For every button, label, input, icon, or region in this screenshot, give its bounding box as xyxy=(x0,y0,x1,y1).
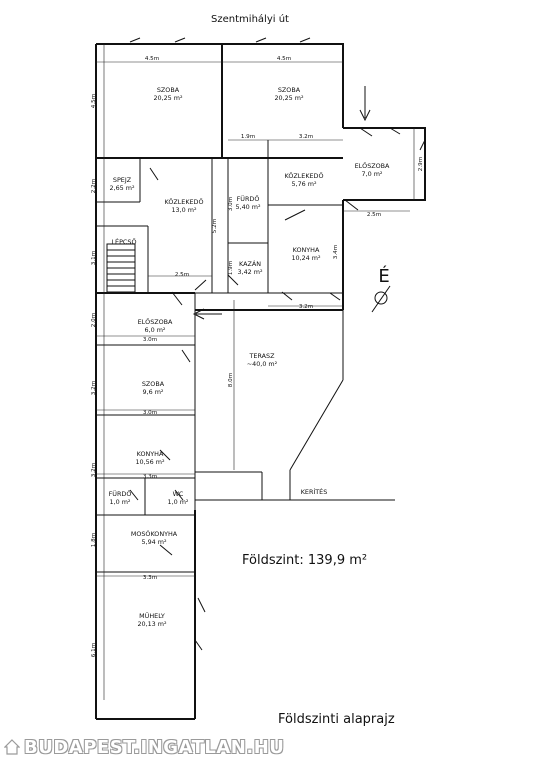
dim-label: 3.2m xyxy=(299,304,313,310)
room-area: 3,42 m² xyxy=(237,268,262,276)
dim-label: 4.5m xyxy=(91,94,97,108)
room-name: WC xyxy=(173,490,184,498)
doors-windows xyxy=(129,37,426,651)
dim-label: 4.5m xyxy=(145,56,159,62)
room-name: LÉPCSŐ xyxy=(111,237,136,246)
room-name: MOSÓKONYHA xyxy=(131,529,178,538)
compass-icon xyxy=(374,291,388,305)
dim-label: 1.9m xyxy=(241,134,255,140)
room-name: SZOBA xyxy=(142,380,165,388)
room-area: 9,6 m² xyxy=(143,388,164,396)
room-area: 5,76 m² xyxy=(291,180,316,188)
dim-label: 2.5m xyxy=(367,212,381,218)
dim-label: 1.9m xyxy=(228,261,234,275)
room-area: 5,40 m² xyxy=(235,203,260,211)
dim-label: 3.2m xyxy=(91,463,97,477)
dim-label: 3.2m xyxy=(91,381,97,395)
room-name: KONYHA xyxy=(293,246,320,254)
room-name: SPEJZ xyxy=(113,176,132,184)
house-logo-icon xyxy=(4,739,20,755)
plan-title: Földszinti alaprajz xyxy=(278,712,395,727)
room-name: FÜRDŐ xyxy=(237,194,260,203)
room-name: KAZÁN xyxy=(239,259,261,268)
room-area: ~40,0 m² xyxy=(247,360,278,368)
room-area: 1,0 m² xyxy=(110,498,131,506)
dim-label: 2.5m xyxy=(175,272,189,278)
dim-label: 3.4m xyxy=(333,245,339,259)
dim-label: 2.9m xyxy=(418,157,424,171)
dim-label: 6.1m xyxy=(91,643,97,657)
dim-label: 3.2m xyxy=(299,134,313,140)
room-area: 1,0 m² xyxy=(168,498,189,506)
walls xyxy=(95,43,426,720)
dim-label: 3.0m xyxy=(143,410,157,416)
room-area: 20,25 m² xyxy=(274,94,304,102)
dim-label: 2.2m xyxy=(91,179,97,193)
dim-label: 1.8m xyxy=(91,533,97,547)
room-name: ELŐSZOBA xyxy=(138,317,173,326)
room-name: KÖZLEKEDŐ xyxy=(284,171,323,180)
room-area: 2,65 m² xyxy=(109,184,134,192)
room-name: KÖZLEKEDŐ xyxy=(164,197,203,206)
dimension-labels: 4.5m 4.5m 4.5m 1.9m 3.2m 2.9m 2.5m 2.2m … xyxy=(91,56,424,657)
street-name: Szentmihályi út xyxy=(211,13,289,25)
room-labels: SZOBA 20,25 m² SZOBA 20,25 m² ELŐSZOBA 7… xyxy=(109,86,390,628)
room-area: 7,0 m² xyxy=(362,170,383,178)
dim-label: 8.0m xyxy=(228,373,234,387)
dimension-lines xyxy=(96,44,415,700)
room-name: TERASZ xyxy=(249,352,276,360)
floor-area-label: Földszint: 139,9 m² xyxy=(242,553,367,568)
entrance-arrows xyxy=(192,86,371,320)
watermark: BUDAPEST.INGATLAN.HU xyxy=(4,734,284,760)
north-arrow: É xyxy=(371,265,391,313)
room-area: 20,13 m² xyxy=(137,620,167,628)
north-label: É xyxy=(378,265,389,287)
room-name: MŰHELY xyxy=(139,611,165,620)
dim-label: 4.5m xyxy=(277,56,291,62)
room-area: 5,94 m² xyxy=(141,538,166,546)
staircase xyxy=(106,243,136,293)
room-name: SZOBA xyxy=(157,86,180,94)
room-name: SZOBA xyxy=(278,86,301,94)
room-area: 10,56 m² xyxy=(135,458,165,466)
dim-label: 3.0m xyxy=(143,337,157,343)
fence-label: KERÍTÉS xyxy=(301,487,328,496)
room-area: 13,0 m² xyxy=(171,206,196,214)
room-area: 6,0 m² xyxy=(145,326,166,334)
dim-label: 3.1m xyxy=(91,251,97,265)
dim-label: 2.0m xyxy=(91,313,97,327)
dim-label: 3.0m xyxy=(228,197,234,211)
room-area: 20,25 m² xyxy=(153,94,183,102)
dim-label: 5.2m xyxy=(212,219,218,233)
room-area: 10,24 m² xyxy=(291,254,321,262)
dim-label: 3.3m xyxy=(143,474,157,480)
dim-label: 3.3m xyxy=(143,575,157,581)
room-name: KONYHA xyxy=(137,450,164,458)
room-name: FÜRDŐ xyxy=(109,489,132,498)
room-name: ELŐSZOBA xyxy=(355,161,390,170)
watermark-text: BUDAPEST.INGATLAN.HU xyxy=(24,736,285,758)
